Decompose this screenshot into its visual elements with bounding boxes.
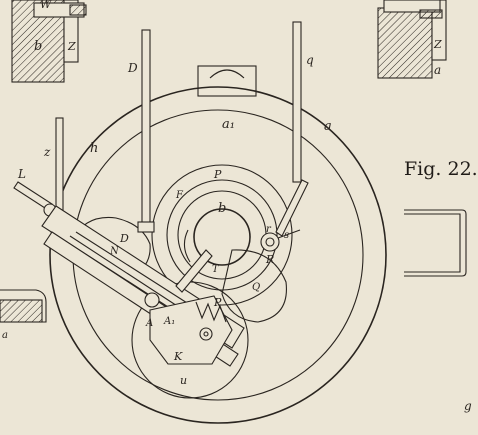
connecting-rod	[175, 249, 213, 293]
lobe-q	[221, 249, 287, 323]
label-q-lobe: Q	[252, 282, 260, 293]
top-left-section	[11, 0, 87, 83]
label-a-lower: A	[145, 318, 153, 329]
label-a1-lower: A₁	[163, 316, 175, 327]
label-n: N	[109, 246, 120, 257]
label-w: W	[40, 0, 53, 11]
label-a-top-right: a	[434, 63, 441, 77]
label-r: r	[266, 224, 272, 235]
label-b-top: b	[34, 39, 42, 54]
label-p-top: P	[213, 168, 222, 181]
label-p-low: P	[213, 296, 222, 309]
right-link-arm	[260, 179, 309, 252]
label-t: T	[212, 264, 220, 275]
bottom-left-section	[0, 289, 47, 323]
label-d-lobe: D	[119, 232, 129, 245]
label-l: L	[17, 167, 26, 181]
top-bearing-block	[197, 65, 257, 97]
lower-gear-block	[144, 292, 233, 365]
figure-label: Fig. 22.	[404, 158, 478, 180]
rod-q	[292, 21, 302, 183]
right-tab	[404, 209, 467, 277]
label-b-center: b	[218, 201, 226, 216]
label-z-top-left: Z	[67, 40, 76, 53]
label-f: F	[175, 190, 184, 201]
label-u: u	[180, 374, 187, 387]
label-a: a	[324, 119, 332, 134]
label-h: h	[90, 141, 98, 156]
label-r-right: R	[265, 253, 274, 266]
label-a1: a₁	[222, 117, 235, 132]
label-s: s	[284, 230, 289, 241]
label-d-rod: D	[127, 61, 138, 75]
top-right-section	[377, 0, 447, 79]
label-a-left: a	[2, 330, 8, 341]
label-z: z	[43, 145, 51, 159]
label-g: g	[464, 399, 472, 413]
rod-d	[137, 29, 155, 233]
label-k: K	[173, 350, 183, 363]
outer-disc	[49, 86, 387, 424]
central-hub	[151, 164, 293, 306]
label-q: q	[306, 53, 314, 67]
label-z-top-right: Z	[433, 38, 442, 51]
